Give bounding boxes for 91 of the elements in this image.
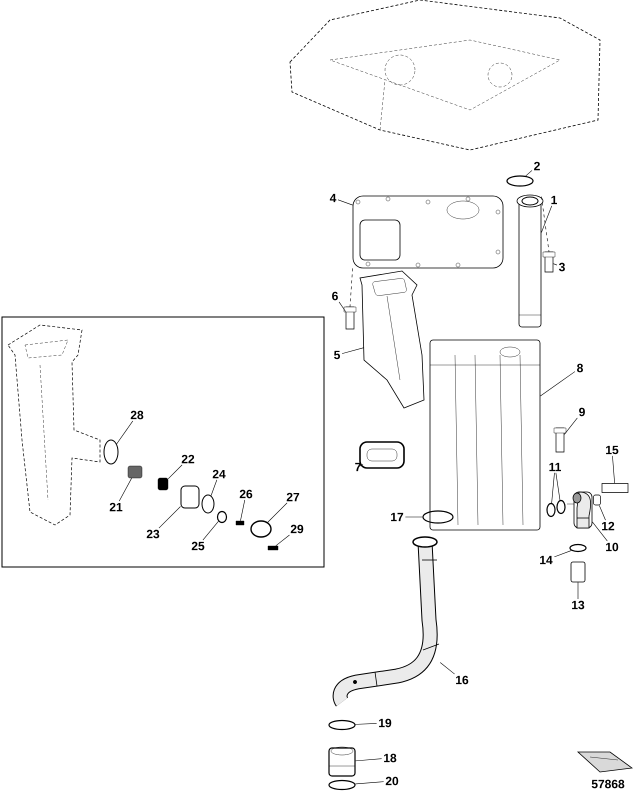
o-ring <box>506 175 534 187</box>
leader-line <box>202 521 219 540</box>
callout-number: 2 <box>534 162 540 170</box>
gasket-drawing <box>352 196 504 268</box>
callout-number: 15 <box>606 446 618 454</box>
fitting <box>128 466 142 478</box>
leader-line <box>541 206 552 233</box>
leader-line <box>564 418 578 435</box>
bolt <box>344 306 356 330</box>
o-ring <box>328 720 356 730</box>
leader-line <box>275 534 290 546</box>
callout-number: 12 <box>602 522 614 530</box>
callout-number: 24 <box>212 470 226 478</box>
o-ring <box>422 510 454 524</box>
leader-line <box>554 550 572 558</box>
leader-line <box>525 170 532 176</box>
leader-line <box>355 723 377 725</box>
cover-plate <box>180 486 200 508</box>
seal-ring <box>104 440 118 464</box>
leader-line <box>116 420 134 444</box>
leader-line <box>355 758 382 762</box>
clamp <box>250 520 272 538</box>
callout-number: 29 <box>290 524 304 534</box>
pipe-drawing <box>516 194 544 328</box>
pin <box>268 546 278 550</box>
leader-line <box>338 302 346 312</box>
leader-line <box>168 464 182 480</box>
callout-number: 20 <box>386 776 398 786</box>
callout-number: 4 <box>330 194 336 202</box>
elbow-fitting <box>566 492 592 528</box>
leader-line <box>440 662 455 674</box>
drain-plug <box>570 562 586 582</box>
leader-line <box>553 263 558 266</box>
housing-drawing <box>430 340 540 530</box>
leader-line <box>556 472 560 500</box>
leader-line <box>118 478 132 502</box>
seal-ring <box>359 441 405 469</box>
callout-number: 6 <box>332 292 338 300</box>
o-ring <box>556 500 566 514</box>
duct-drawing <box>360 270 424 408</box>
o-ring <box>569 544 587 552</box>
figure-number: 57868 <box>592 780 624 788</box>
seal-ring <box>202 494 214 514</box>
leader-line <box>598 505 606 520</box>
callout-number: 23 <box>146 530 160 538</box>
bolt <box>554 428 566 452</box>
leader-line <box>158 506 181 528</box>
bolt <box>542 252 556 272</box>
o-ring <box>328 780 356 790</box>
callout-number: 3 <box>558 262 565 272</box>
leader-line <box>405 516 423 518</box>
pin <box>236 520 244 526</box>
callout-number: 1 <box>551 196 557 204</box>
callout-number: 26 <box>240 490 252 498</box>
leader-line <box>358 464 364 467</box>
callout-number: 25 <box>192 542 204 550</box>
callout-number: 17 <box>391 512 404 522</box>
o-ring <box>546 502 556 518</box>
plug <box>593 494 601 506</box>
alignment-line <box>541 196 550 252</box>
bolt <box>602 483 628 493</box>
leader-line <box>540 371 576 396</box>
leader-line <box>342 347 364 354</box>
inset-frame <box>2 316 324 568</box>
leader-line <box>210 480 218 496</box>
callout-number: 8 <box>577 364 583 372</box>
leader-line <box>551 472 555 504</box>
coupling <box>328 746 356 777</box>
leader-line <box>592 522 608 542</box>
callout-number: 9 <box>579 408 585 416</box>
o-ring <box>216 510 228 524</box>
leader-line <box>612 456 615 484</box>
callout-number: 16 <box>456 676 468 684</box>
leader-line <box>338 200 353 206</box>
callout-number: 27 <box>286 492 300 502</box>
alignment-line <box>350 268 353 307</box>
callout-number: 14 <box>540 556 553 564</box>
callout-number: 10 <box>606 542 618 552</box>
callout-number: 11 <box>549 462 561 472</box>
leader-line <box>240 500 246 522</box>
callout-number: 28 <box>130 410 144 420</box>
hose-drawing <box>332 536 440 706</box>
callout-number: 5 <box>334 350 340 360</box>
callout-number: 21 <box>110 502 122 512</box>
callout-number: 19 <box>379 718 392 728</box>
spring <box>158 478 168 490</box>
callout-number: 18 <box>384 754 396 762</box>
leader-line <box>355 781 384 784</box>
leader-line <box>267 502 288 523</box>
callout-number: 22 <box>182 454 194 464</box>
callout-number: 13 <box>572 600 584 610</box>
